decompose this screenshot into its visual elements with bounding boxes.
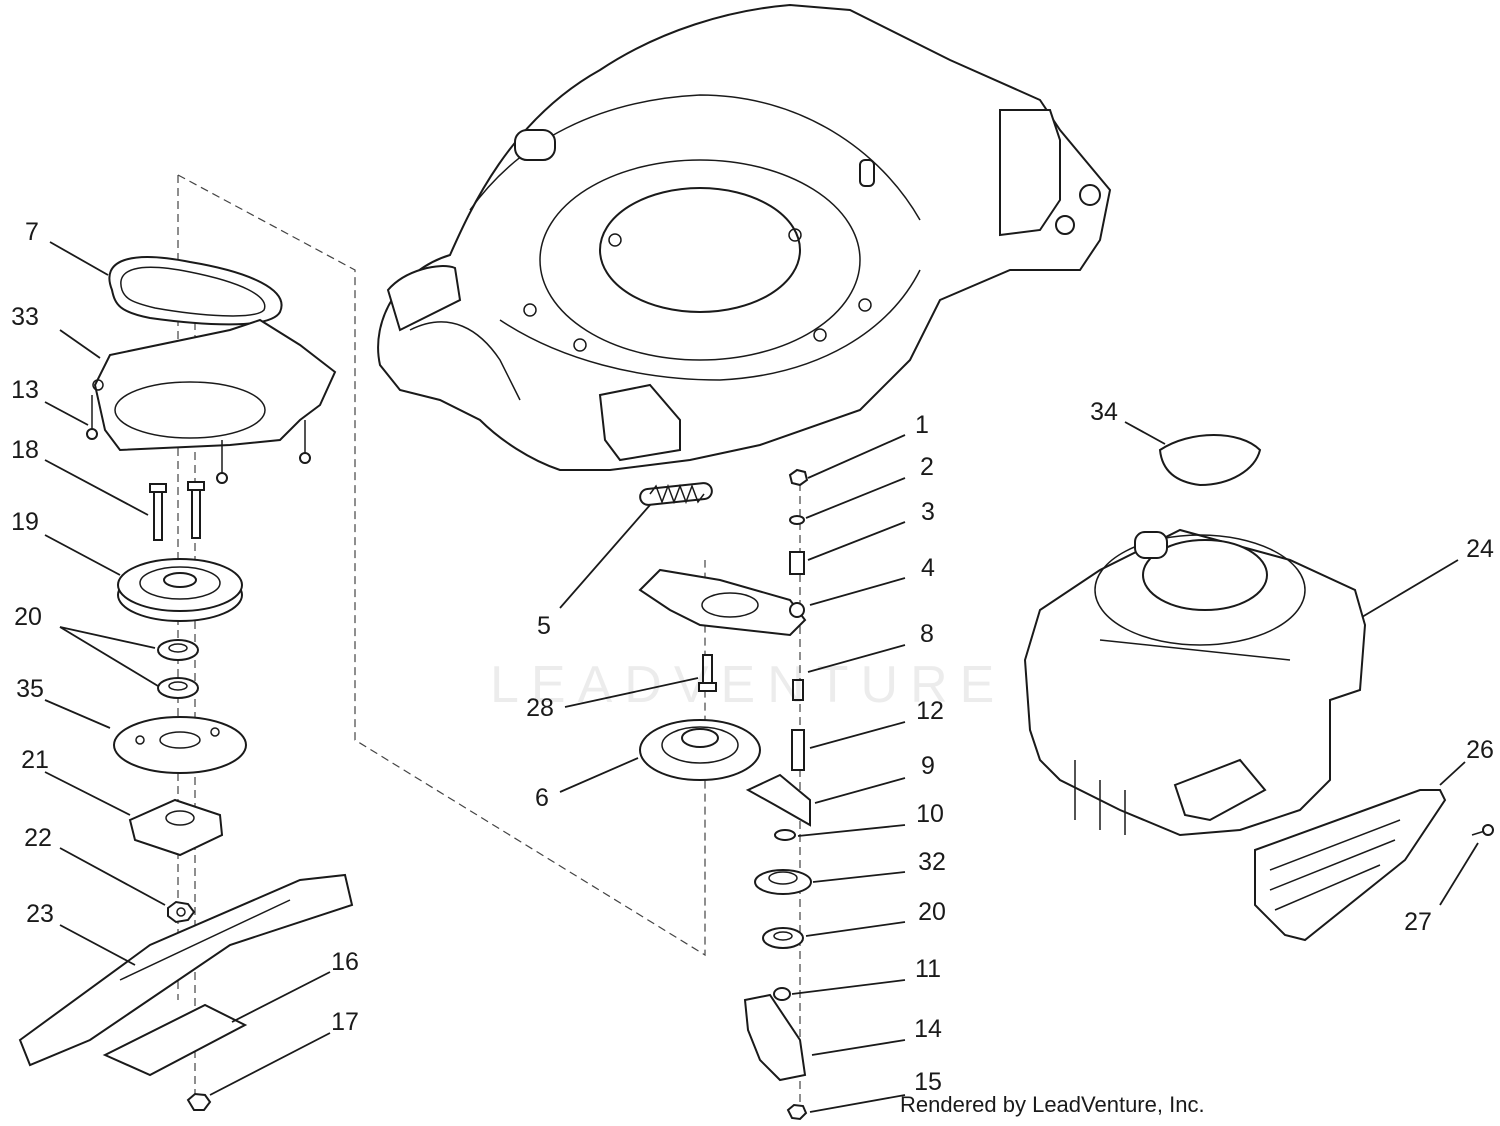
callout-20: 20 [14,603,42,631]
callout-14: 14 [914,1015,942,1043]
blade-adapter-part-35 [113,716,247,774]
callout-18: 18 [11,436,39,464]
callout-9: 9 [921,752,935,780]
bolts-part-18 [149,481,205,541]
callout-12: 12 [916,697,944,725]
footer-credit: Rendered by LeadVenture, Inc. [900,1092,1205,1117]
callout-32: 32 [918,848,946,876]
guard-part-26 [1254,789,1447,942]
bearings-part-20-left [157,639,199,699]
watermark: LEADVENTURE [490,656,1007,714]
callout-labels: 7 33 13 18 19 20 35 21 22 23 16 17 1 2 3… [11,218,1494,1096]
nut-part-15 [786,1103,808,1121]
washers-part-10-32-20 [754,829,812,1001]
callout-11: 11 [915,955,941,983]
pin-part-8-12 [791,679,805,771]
callout-22: 22 [24,824,52,852]
callout-1: 1 [915,411,929,439]
mower-deck [377,3,1112,471]
stiffener-part-16 [102,1003,248,1077]
bolt-part-28 [698,654,717,692]
fasteners-part-1-2-3 [788,468,809,575]
callout-13: 13 [11,376,39,404]
callout-5: 5 [537,612,551,640]
screws-part-13 [86,395,311,484]
idler-arm-part-4 [638,568,807,637]
callout-20-right: 20 [918,898,946,926]
callout-34: 34 [1090,398,1118,426]
callout-19: 19 [11,508,39,536]
blade-part-23 [18,873,354,1067]
leader-lines [44,241,1479,1113]
adapter-part-21 [128,798,224,857]
callout-21: 21 [21,746,49,774]
bracket-part-9 [745,773,811,827]
callout-8: 8 [920,620,934,648]
drive-belt-part-7 [108,256,283,326]
callout-10: 10 [916,800,944,828]
bracket-part-14 [743,993,807,1082]
callout-28: 28 [526,694,554,722]
spring-part-5 [639,482,713,506]
callout-23: 23 [26,900,54,928]
screw-part-27 [1471,824,1494,836]
idler-pulley-part-6 [639,719,761,781]
callout-16: 16 [331,948,359,976]
callout-6: 6 [535,784,549,812]
callout-24: 24 [1466,535,1494,563]
nut-part-17 [186,1092,212,1111]
callout-27: 27 [1404,908,1432,936]
callout-7: 7 [25,218,39,246]
engine-part-24 [1023,528,1367,837]
callout-35: 35 [16,675,44,703]
callout-4: 4 [921,554,935,582]
callout-26: 26 [1466,736,1494,764]
callout-2: 2 [920,453,934,481]
nut-part-22 [167,900,196,924]
belt-cover-part-33 [92,318,337,452]
callout-15: 15 [914,1068,942,1096]
callout-17: 17 [331,1008,359,1036]
pulley-part-19 [117,558,243,622]
cap-part-34 [1158,434,1262,487]
callout-3: 3 [921,498,935,526]
callout-33: 33 [11,303,39,331]
